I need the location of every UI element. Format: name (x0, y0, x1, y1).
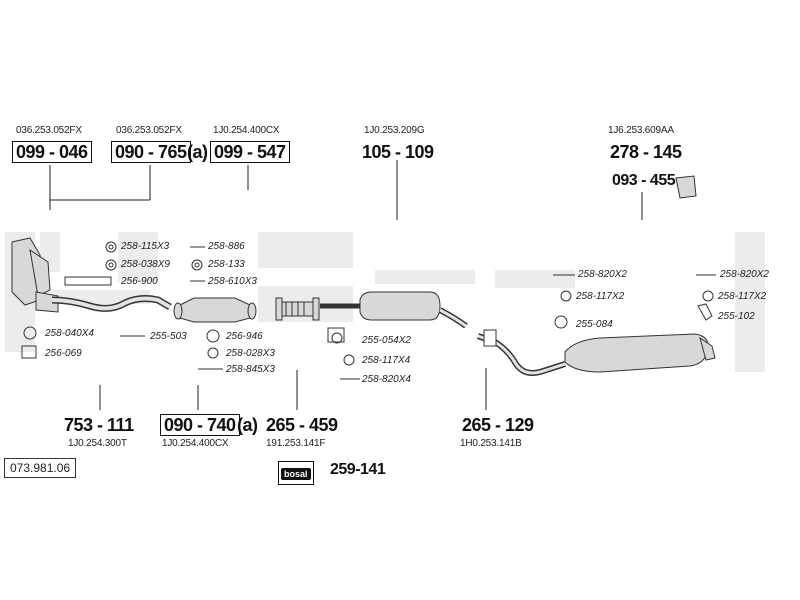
label-258-886: 258-886 (208, 241, 245, 252)
label-258-040X4: 258-040X4 (45, 328, 94, 339)
oem-label-8: 191.253.141F (266, 438, 326, 449)
small-part-icons (21, 241, 716, 380)
part-number-753-111[interactable]: 753 - 111 (64, 415, 134, 435)
catalytic-converter (173, 297, 257, 323)
part-number-090-740[interactable]: 090 - 740 (160, 414, 240, 436)
bosal-logo: bosal (281, 468, 311, 480)
label-258-115X3: 258-115X3 (121, 241, 170, 252)
label-255-084: 255-084 (576, 319, 613, 330)
part-suffix-a: (a) (187, 142, 208, 162)
label-255-054X2: 255-054X2 (362, 335, 411, 346)
oem-label-9: 1H0.253.141B (460, 438, 522, 449)
label-255-102: 255-102 (718, 311, 755, 322)
oem-label-3: 1J0.254.400CX (213, 125, 280, 136)
label-258-820X2-b: 258-820X2 (720, 269, 769, 280)
label-256-900: 256-900 (121, 276, 158, 287)
label-258-610X3: 258-610X3 (208, 276, 257, 287)
clamps (327, 175, 697, 347)
diagram-reference: 073.981.06 (4, 458, 77, 478)
label-256-946: 256-946 (226, 331, 263, 342)
part-number-278-145[interactable]: 278 - 145 (610, 142, 682, 162)
label-258-820X2-a: 258-820X2 (578, 269, 627, 280)
oem-label-5: 1J6.253.609AA (608, 125, 674, 136)
label-256-069: 256-069 (45, 348, 82, 359)
oem-label-6: 1J0.254.300T (68, 438, 127, 449)
label-258-117X2-a: 258-117X2 (576, 291, 625, 302)
flex-pipe (275, 297, 320, 321)
label-258-028X3: 258-028X3 (226, 348, 275, 359)
oem-label-2: 036.253.052FX (116, 125, 182, 136)
label-255-503: 255-503 (150, 331, 187, 342)
label-258-133: 258-133 (208, 259, 245, 270)
label-258-820X4: 258-820X4 (362, 374, 411, 385)
part-number-265-459[interactable]: 265 - 459 (266, 415, 338, 435)
exhaust-manifold (11, 237, 59, 313)
part-number-259-141[interactable]: 259-141 (330, 461, 386, 478)
part-number-090-765[interactable]: 090 - 765 (111, 141, 191, 163)
label-258-845X3: 258-845X3 (226, 364, 275, 375)
rear-silencer (564, 333, 716, 373)
oem-label-7: 1J0.254.400CX (162, 438, 229, 449)
leader-lines (49, 160, 643, 410)
label-258-038X9: 258-038X9 (121, 259, 170, 270)
oem-label-4: 1J0.253.209G (364, 125, 425, 136)
oem-label-1: 036.253.052FX (16, 125, 82, 136)
label-258-117X4: 258-117X4 (362, 355, 411, 366)
label-258-117X2-b: 258-117X2 (718, 291, 767, 302)
part-number-099-547[interactable]: 099 - 547 (210, 141, 290, 163)
part-number-099-046[interactable]: 099 - 046 (12, 141, 92, 163)
part-number-105-109[interactable]: 105 - 109 (362, 142, 434, 162)
part-number-093-455[interactable]: 093 - 455 (612, 172, 676, 189)
part-number-265-129[interactable]: 265 - 129 (462, 415, 534, 435)
bosal-kit-logo: bosal (278, 461, 314, 485)
part-suffix-a-2: (a) (237, 415, 258, 435)
middle-silencer (359, 291, 441, 321)
